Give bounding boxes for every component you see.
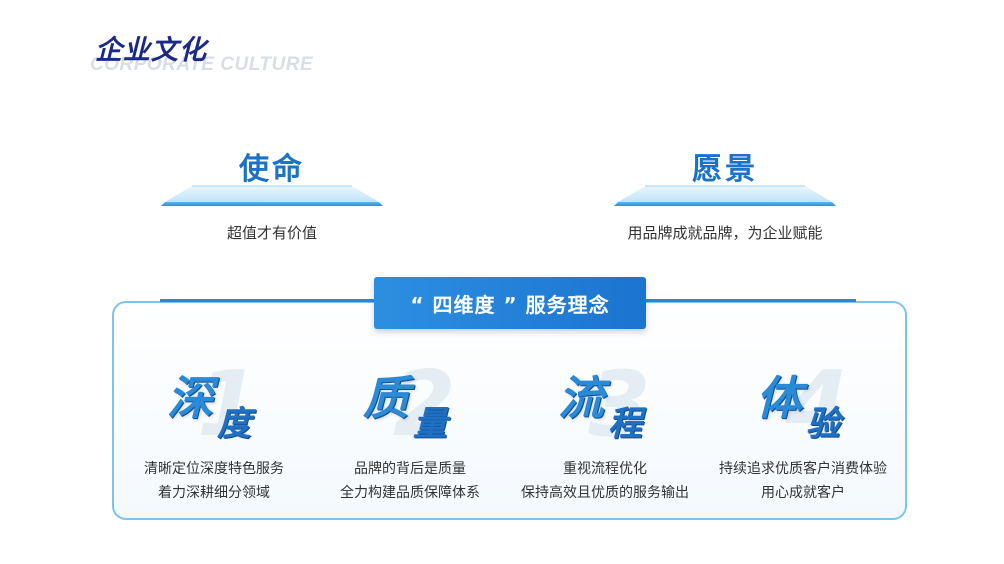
pillar-char-primary: 体 [756,371,802,425]
pillar-text-line2: 着力深耕细分领域 [158,485,270,501]
pillar-art: 1 深 度 [159,352,269,457]
pillar-char-secondary: 程 [608,404,642,444]
vision-title: 愿景 [692,152,758,187]
vision-block: 愿景 用品牌成就品牌，为企业赋能 [610,144,840,244]
pillar-char-primary: 流 [558,371,604,425]
pillar-art: 2 质 量 [355,352,465,457]
service-banner: “ 四维度 ” 服务理念 [374,277,646,329]
page-subtitle: CORPORATE CULTURE [90,54,314,75]
pillar-text-line1: 持续追求优质客户消费体验 [719,461,887,477]
pillar-art: 3 流 程 [550,352,660,457]
pillar-quality: 2 质 量 品牌的背后是质量 全力构建品质保障体系 [315,352,505,510]
mission-pedestal [161,185,383,206]
panel-accent-line-right [646,299,856,302]
pillar-process: 3 流 程 重视流程优化 保持高效且优质的服务输出 [510,352,700,510]
brush-stroke-decoration: 4 [786,352,849,457]
pillar-char-primary: 深 [167,371,213,425]
pillar-char-primary: 质 [363,371,409,425]
mission-block: 使命 超值才有价值 [157,144,387,244]
page-title: 企业文化 [95,35,207,66]
pillar-text-line2: 全力构建品质保障体系 [340,485,480,501]
service-panel [112,301,907,520]
mission-text: 超值才有价值 [226,224,317,242]
panel-accent-line-left [160,299,374,302]
vision-text: 用品牌成就品牌，为企业赋能 [627,224,823,242]
pillar-experience: 4 体 验 持续追求优质客户消费体验 用心成就客户 [708,352,898,510]
pillar-text-line1: 重视流程优化 [563,461,647,477]
pillar-char-secondary: 度 [217,404,251,444]
brush-stroke-decoration: 2 [393,352,456,457]
pillar-depth: 1 深 度 清晰定位深度特色服务 着力深耕细分领域 [119,352,309,510]
pillar-char-secondary: 验 [806,404,840,444]
pillar-text-line1: 品牌的背后是质量 [354,461,466,477]
brush-stroke-decoration: 3 [588,352,651,457]
pillar-char-secondary: 量 [413,404,447,444]
pillar-text-line1: 清晰定位深度特色服务 [144,461,284,477]
mission-title: 使命 [239,152,305,187]
brush-stroke-decoration: 1 [197,352,260,457]
pillar-text-line2: 保持高效且优质的服务输出 [521,485,689,501]
pillar-art: 4 体 验 [748,352,858,457]
vision-pedestal [614,185,836,206]
pillar-text-line2: 用心成就客户 [761,485,845,501]
